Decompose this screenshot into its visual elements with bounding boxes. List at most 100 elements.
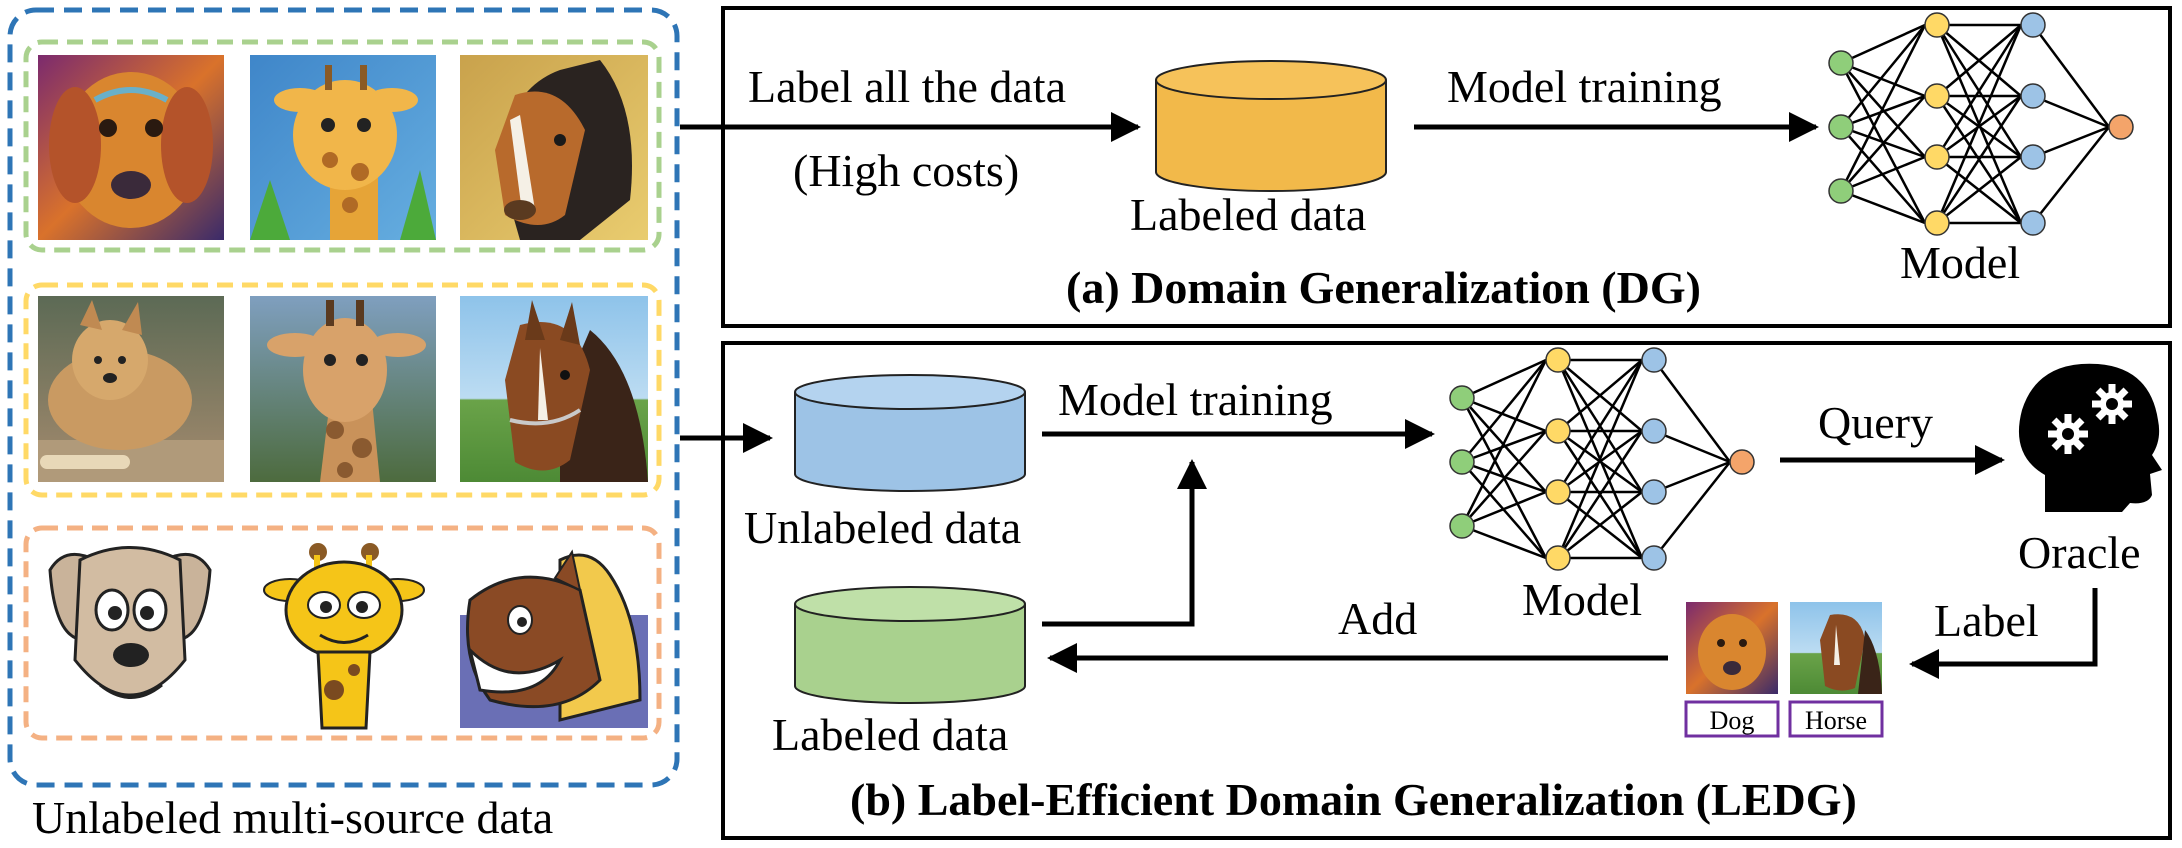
network-node xyxy=(1828,50,1854,76)
network-node xyxy=(2020,12,2046,38)
painting-giraffe-image xyxy=(250,55,436,240)
network-node xyxy=(1641,545,1667,571)
neural-network-a xyxy=(1828,12,2134,236)
network-edge xyxy=(2032,126,2110,224)
sample-horse-thumbnail xyxy=(1790,602,1882,694)
cartoon-dog-image xyxy=(38,538,224,728)
network-node xyxy=(1449,385,1475,411)
network-edge xyxy=(1653,461,1731,559)
multi-source-outer-box xyxy=(7,7,680,788)
network-edge xyxy=(1652,359,1732,463)
network-edge xyxy=(1461,490,1547,528)
painting-horse-image xyxy=(460,55,648,240)
network-edge xyxy=(1840,155,1926,193)
panel-b-title: (b) Label-Efficient Domain Generalizatio… xyxy=(850,774,1857,825)
labeled-data-a-text: Labeled data xyxy=(1130,189,1367,240)
network-edge xyxy=(1653,460,1731,494)
network-node xyxy=(1729,449,1755,475)
network-node xyxy=(2020,210,2046,236)
network-node xyxy=(2020,83,2046,109)
network-edge xyxy=(1840,189,1926,225)
neural-network-b xyxy=(1449,347,1755,571)
photo-dog-image xyxy=(38,296,224,482)
model-training-a-text: Model training xyxy=(1447,61,1722,112)
labeled-data-b-text: Labeled data xyxy=(772,709,1009,760)
model-b-text: Model xyxy=(1522,574,1643,625)
network-edge xyxy=(1557,359,1643,432)
painting-domain-box xyxy=(23,39,662,253)
network-edge xyxy=(1840,95,1926,192)
label-text: Label xyxy=(1934,595,2039,646)
network-edge xyxy=(1840,24,1926,128)
network-node xyxy=(1641,418,1667,444)
network-edge xyxy=(1461,358,1547,400)
network-edge xyxy=(1556,359,1644,559)
network-edge xyxy=(1935,24,2023,224)
horse-tag-box xyxy=(1788,700,1884,738)
network-node xyxy=(1641,479,1667,505)
cartoon-giraffe-image xyxy=(250,538,436,730)
oracle-head-icon xyxy=(2018,363,2162,512)
network-edge xyxy=(2031,24,2111,128)
sample-dog-thumbnail xyxy=(1686,602,1778,694)
model-training-b-text: Model training xyxy=(1058,374,1333,425)
network-node xyxy=(1545,479,1571,505)
network-edge xyxy=(1935,95,2023,224)
network-node xyxy=(2020,144,2046,170)
network-node xyxy=(1924,83,1950,109)
network-node xyxy=(1924,12,1950,38)
panel-a-title: (a) Domain Generalization (DG) xyxy=(1066,262,1701,313)
network-node xyxy=(1545,545,1571,571)
unlabeled-data-text: Unlabeled data xyxy=(744,502,1022,553)
left-panel-graphics xyxy=(7,7,680,788)
model-a-text: Model xyxy=(1900,237,2021,288)
dog-tag-text: Dog xyxy=(1709,706,1755,735)
labeled-data-cylinder-a xyxy=(1155,60,1387,192)
network-edge xyxy=(1935,24,2023,158)
horse-tag-text: Horse xyxy=(1804,706,1868,735)
network-node xyxy=(1449,513,1475,539)
network-edge xyxy=(1936,24,2022,97)
painting-dog-image xyxy=(38,55,224,240)
label-all-data-text: Label all the data xyxy=(748,61,1067,112)
network-node xyxy=(1449,449,1475,475)
cartoon-horse-image xyxy=(460,538,648,728)
network-edge xyxy=(1936,156,2022,224)
network-edge xyxy=(1840,94,1926,129)
network-edge xyxy=(1460,359,1548,527)
labeled-data-cylinder-b xyxy=(794,586,1026,704)
query-text: Query xyxy=(1818,397,1933,448)
network-node xyxy=(1828,114,1854,140)
network-edge xyxy=(2032,94,2110,129)
add-text: Add xyxy=(1338,593,1418,644)
network-node xyxy=(1924,144,1950,170)
network-node xyxy=(1545,418,1571,444)
photo-domain-box xyxy=(23,282,662,498)
network-edge xyxy=(1461,359,1547,463)
network-node xyxy=(1545,347,1571,373)
panel-b-frame xyxy=(721,341,2172,840)
labeled-to-training-arrow xyxy=(1042,459,1207,627)
network-edge xyxy=(1461,430,1547,527)
label-arrow xyxy=(1909,588,2098,679)
network-edge xyxy=(1461,524,1547,560)
network-edge xyxy=(1556,359,1644,493)
network-node xyxy=(2108,114,2134,140)
network-edge xyxy=(1556,430,1644,559)
network-edge xyxy=(1461,396,1547,433)
network-edge xyxy=(1839,24,1927,192)
unlabeled-data-cylinder xyxy=(794,374,1026,492)
network-node xyxy=(1641,347,1667,373)
dog-tag-box xyxy=(1684,700,1780,738)
network-node xyxy=(1828,178,1854,204)
network-edge xyxy=(1840,23,1926,65)
cartoon-domain-box xyxy=(23,525,662,741)
photo-horse-image xyxy=(460,296,648,482)
network-edge xyxy=(1653,429,1731,464)
network-edge xyxy=(1557,491,1643,559)
multi-source-caption: Unlabeled multi-source data xyxy=(32,792,554,843)
network-edge xyxy=(1461,429,1547,464)
high-costs-text: (High costs) xyxy=(793,145,1020,196)
network-node xyxy=(1924,210,1950,236)
